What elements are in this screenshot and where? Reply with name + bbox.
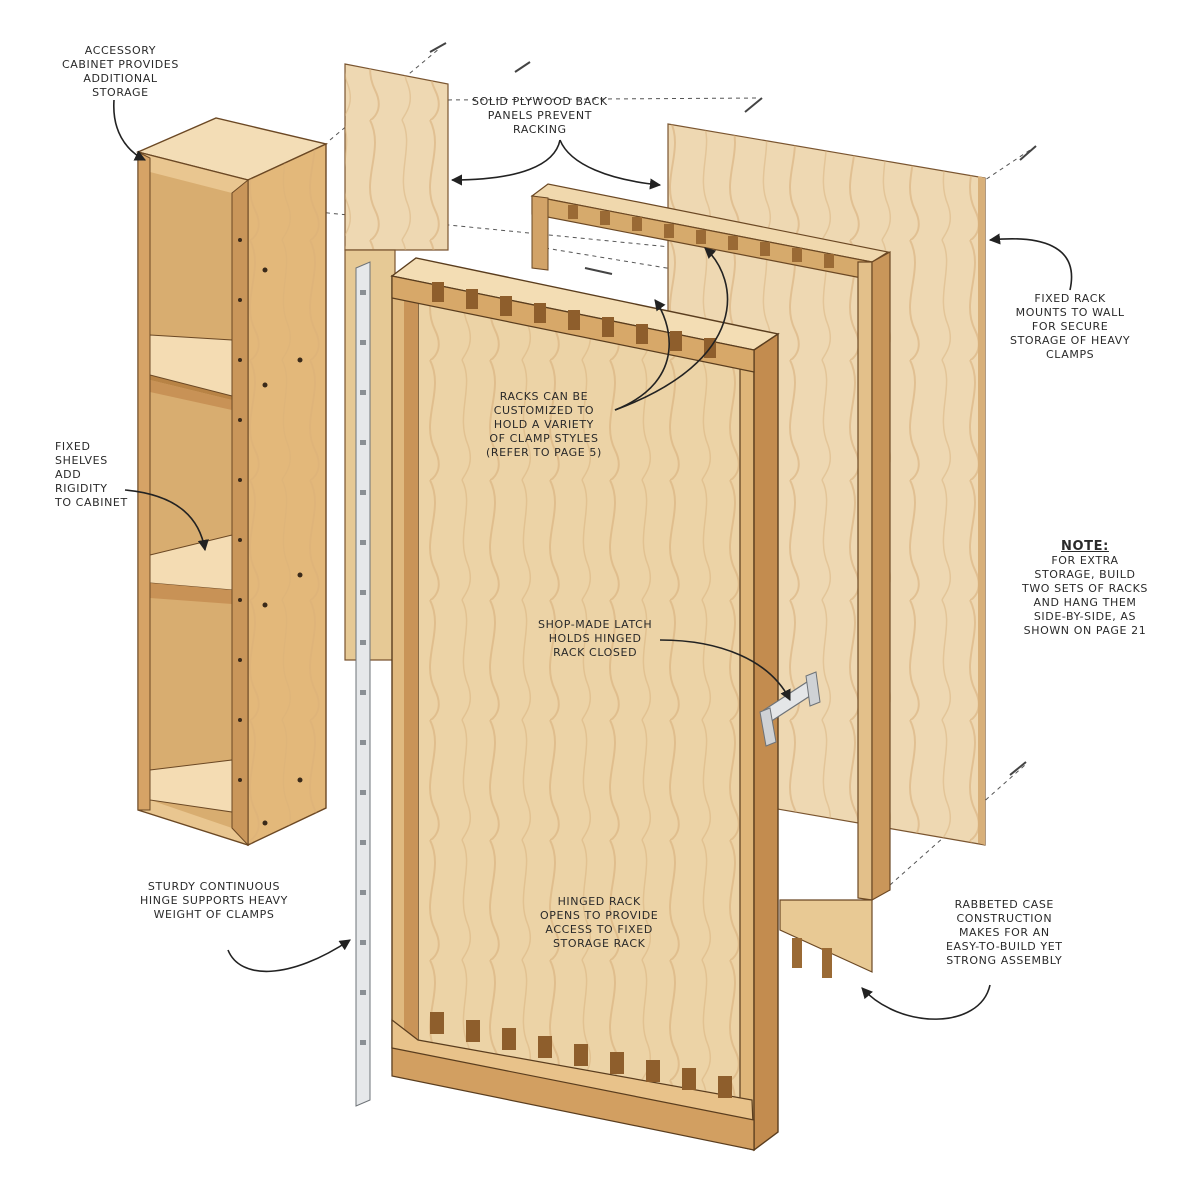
callout-line: SHOP-MADE LATCH [538,618,653,631]
callout-line: HINGED RACK [557,895,641,908]
callout-line: FOR EXTRA [1051,554,1119,567]
callout-line: CABINET PROVIDES [62,58,179,71]
callout-line: RIGIDITY [55,482,108,495]
callout-line: FIXED [55,440,91,453]
callout-line: STORAGE RACK [552,937,646,950]
callout-line: AND HANG THEM [1033,596,1137,609]
callout-line: HOLD A VARIETY [493,418,594,431]
callout-line: ADD [55,468,82,481]
callout-line: TO CABINET [55,496,128,509]
fixed-rack [530,183,891,978]
callout-fixed-rack: FIXED RACK MOUNTS TO WALL FOR SECURE STO… [1010,292,1130,362]
callout-line: OPENS TO PROVIDE [540,909,659,922]
callout-line: CONSTRUCTION [956,912,1053,925]
callout-line: (REFER TO PAGE 5) [486,446,602,459]
hinged-rack [390,257,821,1152]
callout-accessory-cabinet: ACCESSORY CABINET PROVIDES ADDITIONAL ST… [62,44,179,100]
callout-line: SIDE-BY-SIDE, AS [1033,610,1137,623]
screw-icon [429,42,1037,776]
callout-line: SOLID PLYWOOD BACK [472,95,608,108]
callout-line: FIXED RACK [1034,292,1106,305]
callout-line: RABBETED CASE [954,898,1054,911]
callout-line: TWO SETS OF RACKS [1022,582,1148,595]
callout-line: FOR SECURE [1031,320,1109,333]
accessory-cabinet [135,117,329,847]
callout-hinged-rack: HINGED RACK OPENS TO PROVIDE ACCESS TO F… [540,895,658,951]
callout-line: RACKING [513,123,567,136]
callout-line: RACKS CAN BE [499,390,589,403]
callout-line: RACK CLOSED [553,646,638,659]
callout-line: STORAGE [92,86,149,99]
callout-line: WEIGHT OF CLAMPS [153,908,275,921]
callout-line: OF CLAMP STYLES [489,432,599,445]
leader-lines [113,99,1073,1020]
callout-line: ACCESSORY [84,44,157,57]
callout-line: MAKES FOR AN [958,926,1050,939]
callout-hinge: STURDY CONTINUOUS HINGE SUPPORTS HEAVY W… [140,880,288,922]
continuous-hinge [355,261,371,1107]
callout-line: SHELVES [55,454,108,467]
callout-line: STRONG ASSEMBLY [946,954,1063,967]
callout-line: PANELS PREVENT [487,109,593,122]
callout-line: EASY-TO-BUILD YET [946,940,1063,953]
callout-latch: SHOP-MADE LATCH HOLDS HINGED RACK CLOSED [538,618,652,660]
callout-line: SHOWN ON PAGE 21 [1023,624,1147,637]
callout-line: STURDY CONTINUOUS [147,880,281,893]
callout-line: CUSTOMIZED TO [493,404,595,417]
callout-line: MOUNTS TO WALL [1015,306,1125,319]
callout-line: HINGE SUPPORTS HEAVY [140,894,289,907]
callout-line: HOLDS HINGED [548,632,642,645]
callout-line: ACCESS TO FIXED [545,923,653,936]
callout-rabbeted: RABBETED CASE CONSTRUCTION MAKES FOR AN … [946,898,1063,968]
callout-back-panels: SOLID PLYWOOD BACK PANELS PREVENT RACKIN… [472,95,608,137]
callout-fixed-shelves: FIXED SHELVES ADD RIGIDITY TO CABINET [55,440,128,510]
callout-note: NOTE: FOR EXTRA STORAGE, BUILD TWO SETS … [1022,540,1148,638]
callout-line: STORAGE, BUILD [1034,568,1136,581]
callout-racks-customized: RACKS CAN BE CUSTOMIZED TO HOLD A VARIET… [486,390,602,460]
note-title: NOTE: [1061,539,1109,554]
callout-line: ADDITIONAL [83,72,158,85]
callout-line: CLAMPS [1045,348,1095,361]
callout-line: STORAGE OF HEAVY [1010,334,1131,347]
